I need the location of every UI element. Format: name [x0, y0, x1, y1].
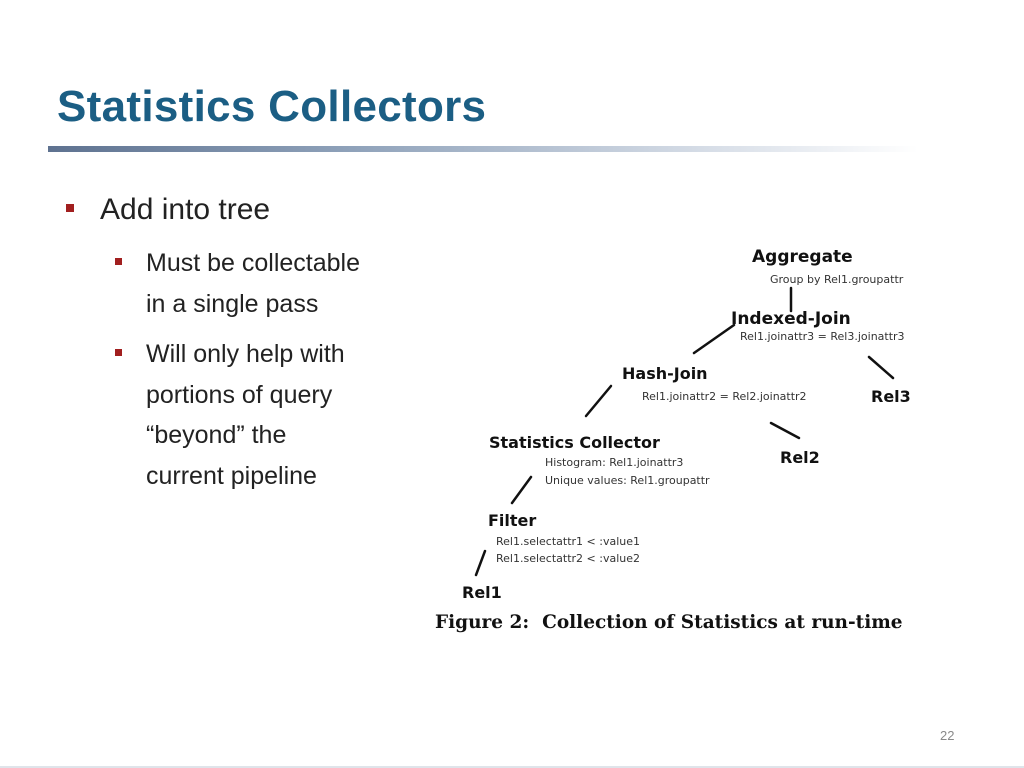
edge-statistics-collector-filter	[510, 475, 533, 505]
bullet-line: portions of query	[146, 380, 333, 409]
bullet-add-into-tree: Add into tree	[100, 193, 270, 227]
bullet-text: Add into tree	[100, 193, 271, 226]
node-statistics-collector-attr: Histogram: Rel1.joinattr3	[545, 456, 683, 469]
node-rel2: Rel2	[780, 448, 820, 467]
bullet-line: current pipeline	[146, 461, 317, 490]
figure-caption: Figure 2: Collection of Statistics at ru…	[435, 612, 903, 633]
edge-hash-join-statistics-collector	[584, 384, 613, 418]
tree-edges	[474, 286, 895, 577]
bullet-line: in a single pass	[146, 289, 319, 318]
node-statistics-collector-attr: Unique values: Rel1.groupattr	[545, 474, 710, 487]
node-indexed-join-attr: Rel1.joinattr3 = Rel3.joinattr3	[740, 330, 905, 343]
bullet-line: “beyond” the	[146, 421, 287, 449]
node-rel3: Rel3	[871, 387, 911, 406]
node-statistics-collector: Statistics Collector	[489, 433, 660, 452]
edge-indexed-join-hash-join	[692, 323, 736, 355]
node-filter-attr: Rel1.selectattr2 < :value2	[496, 552, 640, 565]
edge-indexed-join-rel3	[867, 355, 895, 380]
bottom-divider	[0, 766, 1024, 768]
slide-title: Statistics Collectors	[57, 82, 487, 131]
node-hash-join: Hash-Join	[622, 364, 708, 383]
sub-bullet-pipeline: Will only help with portions of query “b…	[146, 334, 345, 496]
bullet-line: Will only help with	[146, 340, 345, 368]
title-underline	[48, 146, 918, 152]
bullet-marker	[66, 204, 74, 212]
node-indexed-join: Indexed-Join	[731, 309, 851, 329]
node-filter-attr: Rel1.selectattr1 < :value1	[496, 535, 640, 548]
page-number: 22	[940, 728, 955, 743]
sub-bullet-collectable: Must be collectable in a single pass	[146, 243, 360, 324]
node-aggregate: Aggregate	[752, 247, 853, 267]
bullet-line: Must be collectable	[146, 249, 361, 277]
sub-bullet-marker	[115, 349, 122, 356]
node-rel1: Rel1	[462, 583, 502, 602]
node-hash-join-attr: Rel1.joinattr2 = Rel2.joinattr2	[642, 390, 807, 403]
edge-hash-join-rel2	[769, 421, 801, 440]
node-filter: Filter	[488, 511, 536, 530]
node-aggregate-attr: Group by Rel1.groupattr	[770, 273, 904, 286]
edge-filter-rel1	[474, 549, 487, 577]
sub-bullet-marker	[115, 258, 122, 265]
